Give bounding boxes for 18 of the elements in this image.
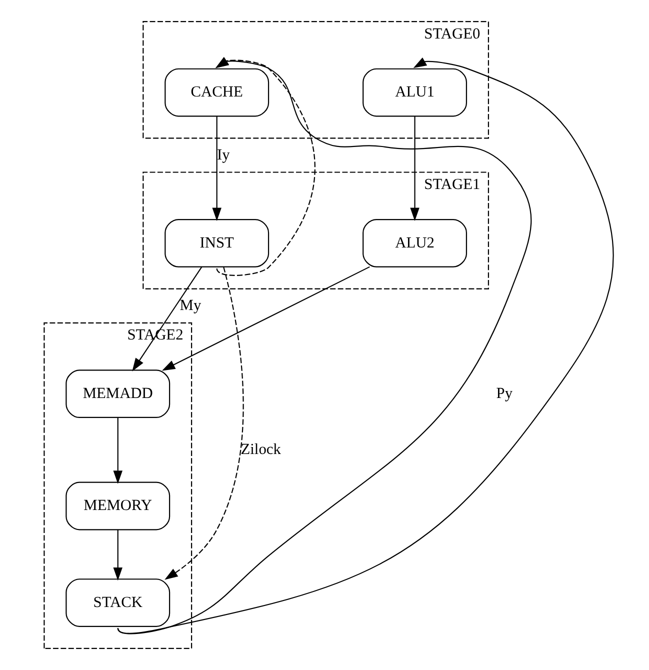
- arrow: [212, 116, 222, 221]
- edge-label: Py: [496, 384, 513, 402]
- node-box: MEMORY: [66, 482, 170, 530]
- arrow: [113, 418, 122, 484]
- node-box: MEMADD: [66, 370, 170, 418]
- edge-label: Iy: [217, 146, 230, 164]
- arrow: [410, 116, 420, 221]
- arrow: [162, 266, 370, 371]
- node-box: ALU1: [362, 68, 468, 117]
- arrow: [132, 266, 202, 372]
- edge-label: Zilock: [240, 440, 281, 458]
- arrow: [113, 530, 122, 581]
- node-box: ALU2: [362, 218, 468, 268]
- node-box: CACHE: [164, 68, 270, 117]
- edge-label: My: [180, 296, 202, 314]
- node-box: INST: [164, 218, 270, 268]
- arrow: [164, 266, 244, 580]
- node-box: STACK: [66, 578, 170, 627]
